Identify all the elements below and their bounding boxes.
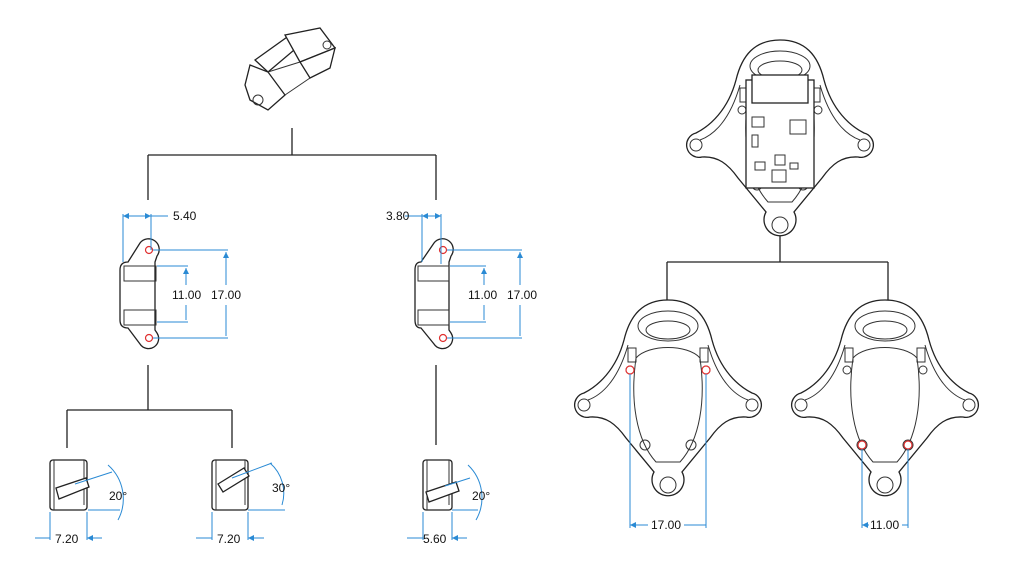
tilt-angle: 20° xyxy=(109,489,127,503)
dimension-offset: 3.80 xyxy=(386,209,410,223)
frame-variant-narrow: 11.00 xyxy=(790,299,980,532)
dimension-outer-spacing: 17.00 xyxy=(507,288,537,302)
dimension-offset: 5.40 xyxy=(173,209,197,223)
hole-spacing: 17.00 xyxy=(651,518,681,532)
highlighted-hole xyxy=(701,365,711,375)
tilt-view-3: 20° 5.60 xyxy=(407,459,490,546)
tilt-width: 7.20 xyxy=(217,532,241,546)
tilt-width: 5.60 xyxy=(423,532,447,546)
dimension-outer-spacing: 17.00 xyxy=(211,288,241,302)
highlighted-hole xyxy=(144,333,154,343)
bracket-variant-a: 5.40 11.00 17.00 xyxy=(119,209,241,350)
frame-with-board xyxy=(685,39,875,237)
dimension-inner-spacing: 11.00 xyxy=(172,288,201,302)
frame-variant-wide: 17.00 xyxy=(573,299,763,532)
tilt-view-2: 30° 7.20 xyxy=(196,459,290,546)
tilt-angle: 20° xyxy=(472,489,490,503)
highlighted-hole xyxy=(857,440,867,450)
highlighted-hole xyxy=(625,365,635,375)
tilt-width: 7.20 xyxy=(55,532,79,546)
tilt-angle: 30° xyxy=(272,481,290,495)
highlighted-hole xyxy=(438,333,448,343)
left-tree-lines xyxy=(66,128,437,448)
highlighted-hole xyxy=(903,440,913,450)
tilt-view-1: 20° 7.20 xyxy=(35,459,127,546)
right-tree-lines xyxy=(666,232,889,300)
isometric-bracket xyxy=(244,27,337,111)
dimension-inner-spacing: 11.00 xyxy=(468,288,497,302)
hole-spacing: 11.00 xyxy=(870,518,899,532)
bracket-variant-b: 3.80 11.00 17.00 xyxy=(386,209,537,350)
